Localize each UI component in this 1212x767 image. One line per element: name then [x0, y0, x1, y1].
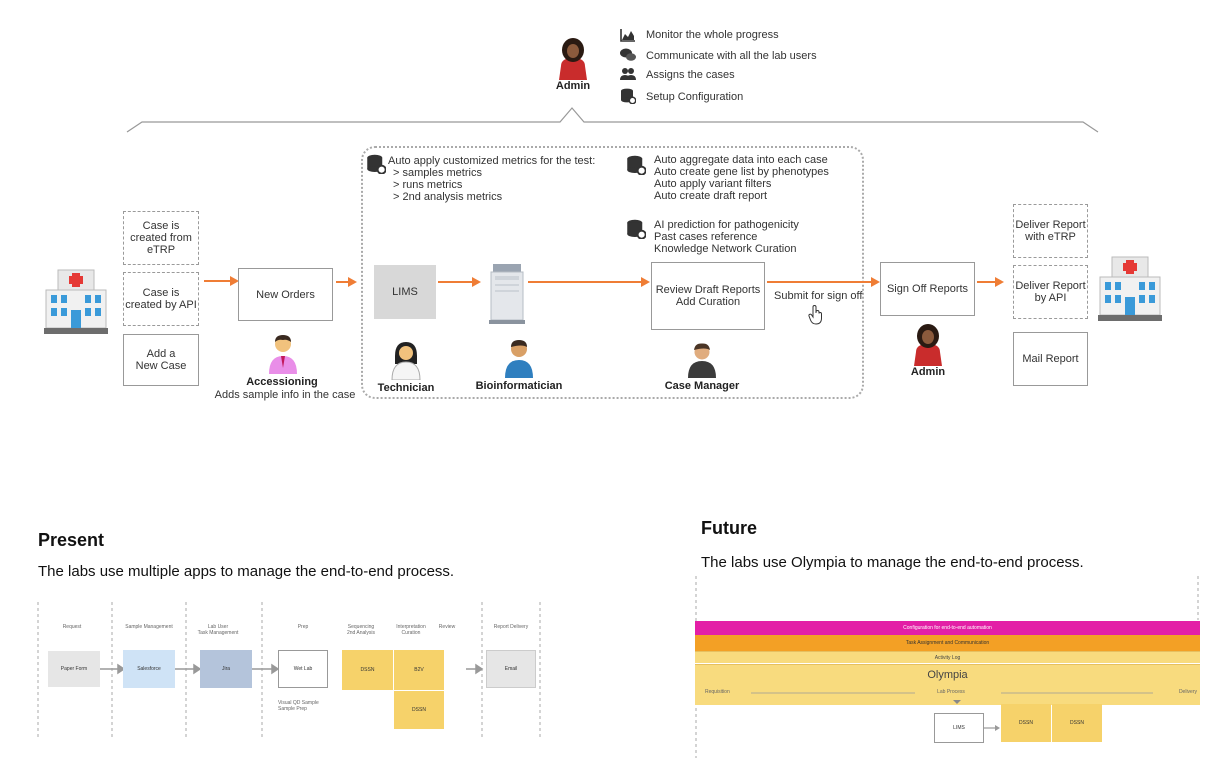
- admin-scope-bracket: [126, 107, 1099, 133]
- paper-form-node: Paper Form: [48, 651, 100, 687]
- wet-lab-node: Wet Lab: [278, 650, 328, 688]
- future-dssn-a-node: DSSN: [1001, 704, 1051, 742]
- review-draft-box[interactable]: Review Draft Reports Add Curation: [651, 262, 765, 330]
- sign-off-box[interactable]: Sign Off Reports: [880, 262, 975, 316]
- arrow-intake-to-orders: [204, 280, 230, 282]
- future-desc: The labs use Olympia to manage the end-t…: [701, 554, 1084, 571]
- future-dssn-b-node: DSSN: [1052, 704, 1102, 742]
- admin-signoff-avatar: [909, 322, 947, 366]
- jira-node: Jira: [200, 650, 252, 688]
- future-lims-node: LIMS: [934, 713, 984, 743]
- mail-report-box[interactable]: Mail Report: [1013, 332, 1088, 386]
- accessioning-avatar: [266, 334, 300, 374]
- case-api-box: Case is created by API: [123, 272, 199, 326]
- present-desc: The labs use multiple apps to manage the…: [38, 563, 455, 580]
- dssn-node: DSSN: [342, 650, 393, 690]
- case-etrp-box: Case is created from eTRP: [123, 211, 199, 265]
- database-gear-icon: [621, 88, 636, 104]
- arrow-sequencer-to-review: [528, 281, 641, 283]
- aggregate-note: Auto aggregate data into each case Auto …: [654, 154, 829, 202]
- technician-label: Technician: [377, 382, 435, 394]
- database-gear-icon: [627, 155, 646, 175]
- submit-sign-off-link[interactable]: Submit for sign off: [774, 290, 863, 302]
- band-task-assignment: Task Assignment and Communication: [695, 635, 1200, 651]
- duty-communicate: Communicate with all the lab users: [620, 48, 860, 66]
- new-orders-box[interactable]: New Orders: [238, 268, 333, 321]
- arrow-orders-to-lims: [336, 281, 348, 283]
- hospital-source-icon: [44, 268, 108, 334]
- present-title: Present: [38, 530, 105, 550]
- band-configuration: Configuration for end-to-end automation: [695, 621, 1200, 635]
- chart-icon: [620, 29, 635, 42]
- email-node: Email: [486, 650, 536, 688]
- sequencer-icon: [489, 262, 525, 324]
- metrics-note: Auto apply customized metrics for the te…: [388, 155, 596, 203]
- technician-avatar: [389, 340, 423, 381]
- ai-note: AI prediction for pathogenicity Past cas…: [654, 219, 799, 255]
- admin-top-label: Admin: [555, 80, 591, 92]
- duty-monitor: Monitor the whole progress: [620, 28, 860, 46]
- bioinformatician-avatar: [502, 338, 536, 378]
- admin-signoff-label: Admin: [910, 366, 946, 378]
- accessioning-label: Accessioning: [246, 376, 318, 388]
- flow-requisition: Requisition: [705, 689, 730, 695]
- lims-box[interactable]: LIMS: [374, 265, 436, 319]
- flow-delivery: Delivery: [1178, 689, 1197, 695]
- deliver-api-box: Deliver Report by API: [1013, 265, 1088, 319]
- flow-lab-process: Lab Process: [937, 689, 965, 695]
- band-activity-log: Activity Log: [695, 651, 1200, 663]
- arrow-signoff-to-delivery: [977, 281, 995, 283]
- users-icon: [620, 68, 636, 80]
- duty-assign: Assigns the cases: [620, 67, 860, 85]
- bioinformatician-label: Bioinformatician: [475, 380, 563, 392]
- hospital-destination-icon: [1098, 255, 1162, 321]
- arrow-lims-to-sequencer: [438, 281, 472, 283]
- olympia-label: Olympia: [927, 669, 968, 681]
- case-manager-avatar: [685, 342, 719, 378]
- salesforce-node: Salesforce: [123, 650, 175, 688]
- present-workflow-diagram: Request Sample Management Lab User Task …: [36, 602, 542, 738]
- database-gear-icon: [627, 219, 646, 239]
- dssn2-node: DSSN: [394, 691, 444, 729]
- database-gear-icon: [367, 154, 386, 174]
- pointer-hand-icon: [808, 305, 822, 325]
- add-new-case-box[interactable]: Add a New Case: [123, 334, 199, 386]
- olympia-platform: [695, 664, 1200, 705]
- accessioning-desc: Adds sample info in the case: [214, 389, 356, 401]
- arrow-review-to-signoff: [767, 281, 871, 283]
- admin-top-avatar: [554, 36, 592, 80]
- future-olympia-diagram: Configuration for end-to-end automation …: [695, 576, 1200, 758]
- future-title: Future: [701, 518, 757, 538]
- deliver-etrp-box: Deliver Report with eTRP: [1013, 204, 1088, 258]
- duty-config: Setup Configuration: [620, 88, 860, 106]
- chat-icon: [620, 48, 636, 61]
- case-manager-label: Case Manager: [664, 380, 740, 392]
- automation-region: [361, 146, 864, 399]
- b2v-node: B2V: [394, 650, 444, 690]
